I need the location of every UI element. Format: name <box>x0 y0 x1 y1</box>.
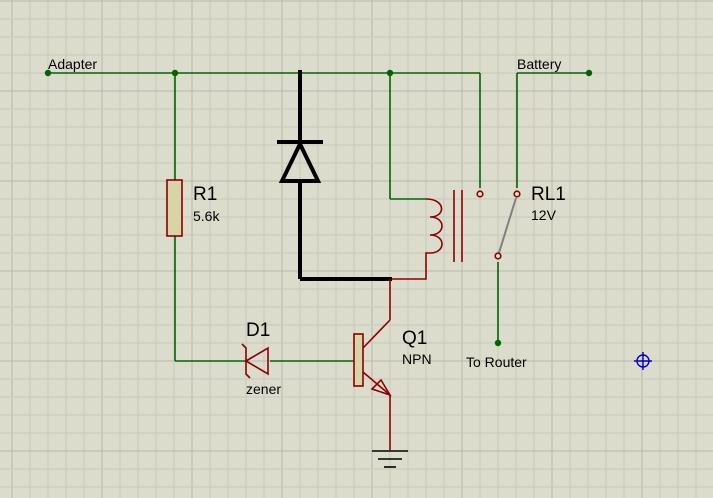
wires <box>48 72 589 362</box>
label-rl1-ref: RL1 <box>531 184 566 205</box>
resistor-r1[interactable] <box>166 179 183 237</box>
relay-contact-no <box>513 190 521 198</box>
terminal-router[interactable] <box>494 339 502 347</box>
wire-coil-to-collector <box>392 252 430 280</box>
label-r1-ref: R1 <box>193 184 217 205</box>
ground-symbol <box>372 450 408 468</box>
transistor-q1[interactable] <box>353 279 392 450</box>
label-d1-ref: D1 <box>246 320 270 341</box>
terminal-adapter[interactable] <box>44 69 52 77</box>
relay-rl1[interactable] <box>425 190 521 262</box>
label-q1-ref: Q1 <box>402 328 427 349</box>
relay-arm <box>497 197 517 257</box>
junctions <box>44 69 593 347</box>
relay-contact-nc <box>476 190 484 198</box>
label-battery: Battery <box>517 56 561 72</box>
label-rl1-value: 12V <box>531 207 557 223</box>
label-q1-value: NPN <box>402 351 432 367</box>
label-adapter: Adapter <box>48 56 97 72</box>
zener-diode-d1[interactable] <box>241 343 269 379</box>
terminal-battery[interactable] <box>585 69 593 77</box>
label-to-router: To Router <box>466 354 527 370</box>
q1-emitter-arrow <box>370 378 392 397</box>
relay-coil <box>425 198 443 254</box>
label-r1-value: 5.6k <box>193 208 220 224</box>
crosshair-marker-icon[interactable] <box>634 352 652 370</box>
flyback-diode[interactable] <box>277 70 392 281</box>
relay-contact-common <box>494 252 502 260</box>
junction-r1-top <box>171 69 179 77</box>
q1-collector-lead <box>362 319 391 349</box>
label-d1-value: zener <box>246 381 281 397</box>
junction-coil-top <box>386 69 394 77</box>
